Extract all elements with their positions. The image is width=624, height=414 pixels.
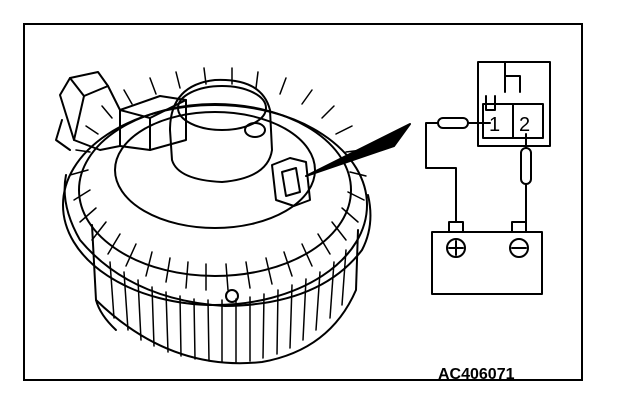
pin-2-label: 2 <box>519 114 530 136</box>
figure-code: AC406071 <box>438 366 515 383</box>
blower-motor <box>55 67 372 365</box>
callout-arrow <box>305 123 411 177</box>
pin-1-label: 1 <box>489 114 500 136</box>
test-leads <box>425 117 532 223</box>
figure-frame <box>23 23 583 381</box>
battery <box>431 221 543 295</box>
connector-detail <box>477 61 551 147</box>
